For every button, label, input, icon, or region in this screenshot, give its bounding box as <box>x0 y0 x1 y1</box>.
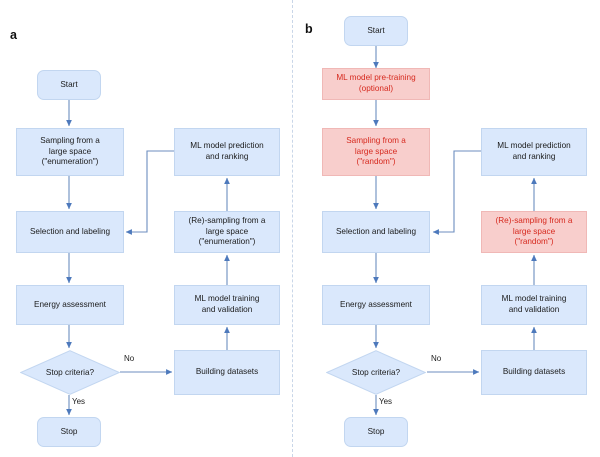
diamond-shape-a <box>20 350 120 395</box>
node-b-energy-assessment[interactable]: Energy assessment <box>322 285 430 325</box>
edge-b-prediction-to-selection <box>432 150 481 235</box>
node-b-stop-criteria[interactable]: Stop criteria? <box>326 350 426 395</box>
node-b-building-datasets[interactable]: Building datasets <box>481 350 587 395</box>
node-a-stop-criteria[interactable]: Stop criteria? <box>20 350 120 395</box>
node-a-start[interactable]: Start <box>37 70 101 100</box>
node-b-stop[interactable]: Stop <box>344 417 408 447</box>
diamond-shape-b <box>326 350 426 395</box>
node-a-selection-and-labeling[interactable]: Selection and labeling <box>16 211 124 253</box>
node-b-ml-model-pretraining[interactable]: ML model pre-training(optional) <box>322 68 430 100</box>
node-a-stop[interactable]: Stop <box>37 417 101 447</box>
panel-b-letter: b <box>305 22 313 36</box>
node-a-building-datasets[interactable]: Building datasets <box>174 350 280 395</box>
edge-label-a-no: No <box>124 354 135 363</box>
edge-label-b-no: No <box>431 354 442 363</box>
edge-label-b-yes: Yes <box>379 397 393 406</box>
edge-label-a-yes: Yes <box>72 397 86 406</box>
node-a-stop-criteria-label: Stop criteria? <box>45 368 95 377</box>
node-b-selection-and-labeling[interactable]: Selection and labeling <box>322 211 430 253</box>
edge-a-prediction-to-selection <box>125 150 174 235</box>
panel-divider <box>292 0 293 457</box>
panel-a-letter: a <box>10 28 17 42</box>
node-b-stop-criteria-label: Stop criteria? <box>351 368 401 377</box>
node-a-energy-assessment[interactable]: Energy assessment <box>16 285 124 325</box>
node-b-start[interactable]: Start <box>344 16 408 46</box>
